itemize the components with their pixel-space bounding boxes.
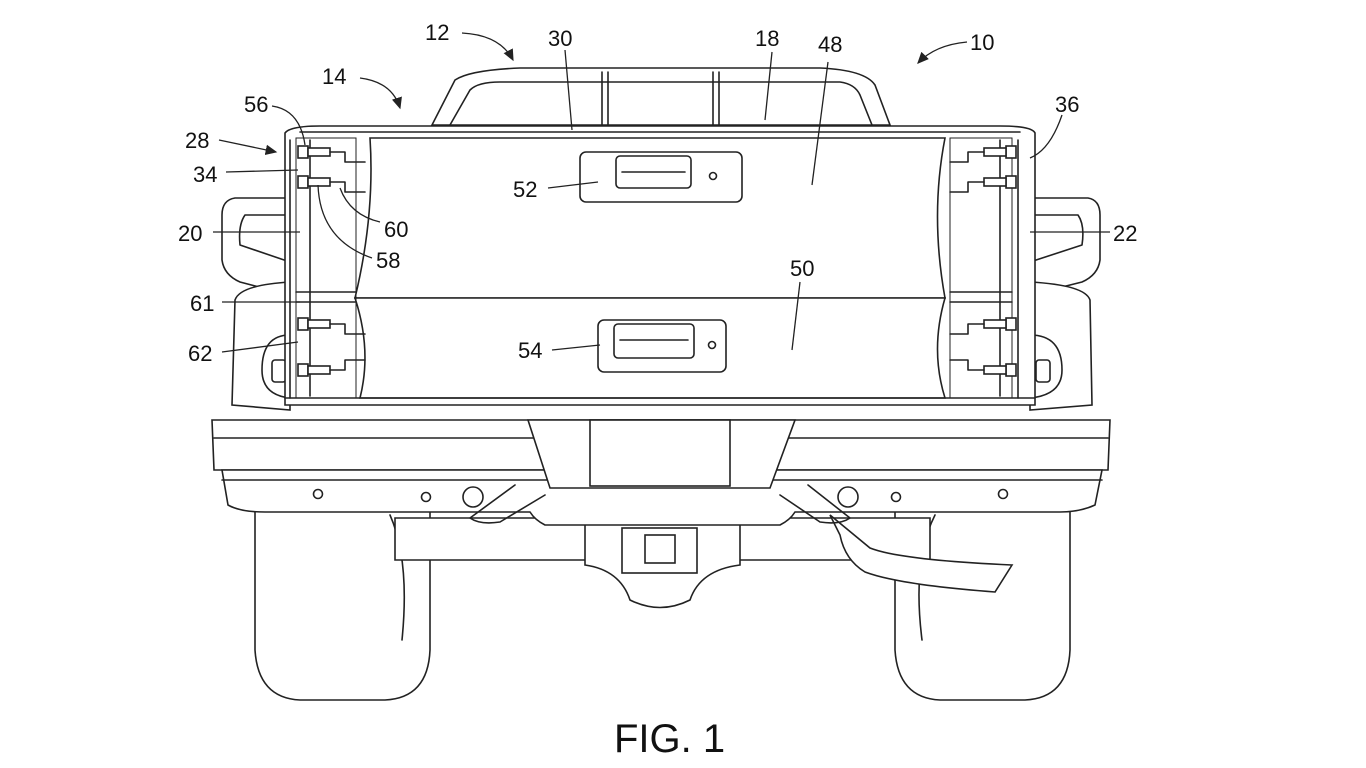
label-34: 34 [193, 162, 217, 187]
exhaust-pipe [829, 514, 1014, 593]
label-14: 14 [322, 64, 346, 89]
leader-lines [213, 32, 1110, 353]
right-latches [949, 145, 1017, 377]
reference-labels: 12 30 18 48 10 14 56 36 28 34 52 60 20 2… [178, 20, 1137, 761]
label-36: 36 [1055, 92, 1079, 117]
label-56: 56 [244, 92, 268, 117]
upper-handle [579, 151, 743, 203]
rear-bumper [211, 419, 1111, 526]
label-18: 18 [755, 26, 779, 51]
tailgate [284, 125, 1036, 406]
label-30: 30 [548, 26, 572, 51]
left-tail-light [221, 197, 291, 297]
label-12: 12 [425, 20, 449, 45]
left-latches [297, 145, 366, 377]
truck [211, 67, 1111, 701]
label-22: 22 [1113, 221, 1137, 246]
label-54: 54 [518, 338, 542, 363]
label-60: 60 [384, 217, 408, 242]
label-61: 61 [190, 291, 214, 316]
label-10: 10 [970, 30, 994, 55]
right-tail-light [1029, 197, 1101, 297]
figure-caption: FIG. 1 [614, 717, 725, 761]
label-20: 20 [178, 221, 202, 246]
hitch [584, 504, 741, 609]
label-52: 52 [513, 177, 537, 202]
label-62: 62 [188, 341, 212, 366]
label-28: 28 [185, 128, 209, 153]
lower-handle [597, 319, 727, 373]
label-48: 48 [818, 32, 842, 57]
label-50: 50 [790, 256, 814, 281]
label-58: 58 [376, 248, 400, 273]
left-wheel [254, 509, 431, 701]
cab [430, 67, 892, 126]
